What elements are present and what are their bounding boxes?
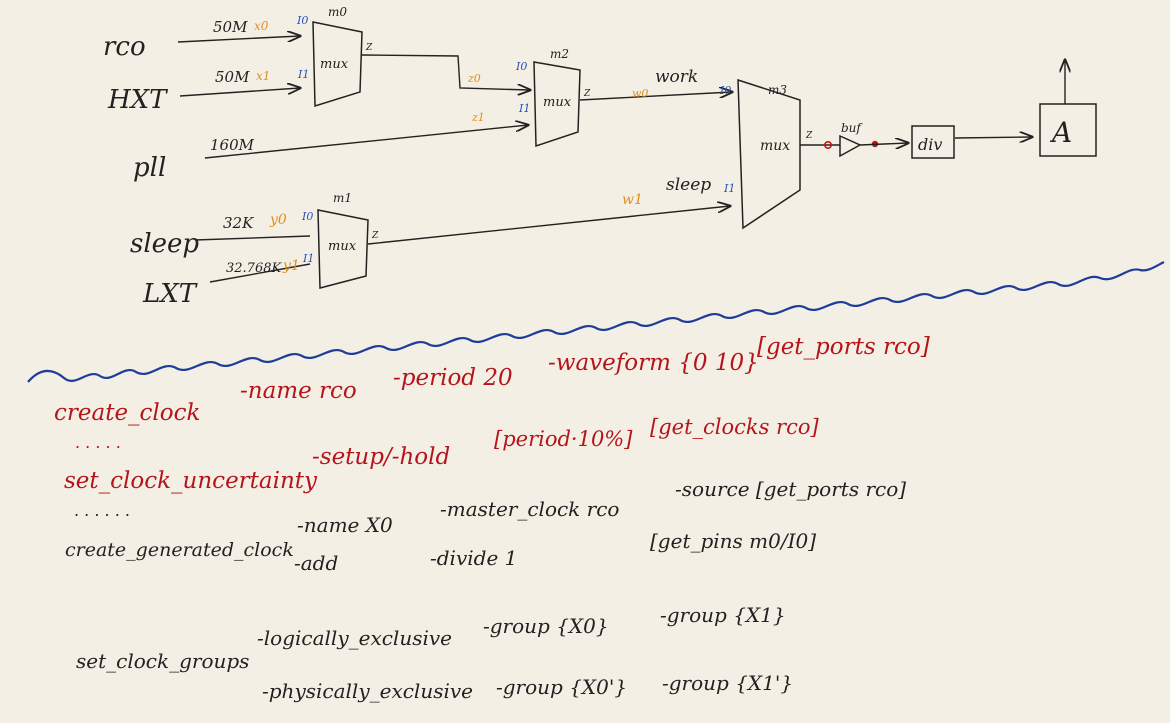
cmd-create-clock-period: -period 20 <box>393 365 513 391</box>
cmd-create-clock: create_clock <box>54 400 200 426</box>
pin-z0: z0 <box>467 72 481 85</box>
cmd-create-clock-waveform: -waveform {0 10} <box>548 350 759 376</box>
mux-m2-shape <box>533 61 581 148</box>
m1-pin-i1: I1 <box>302 252 314 265</box>
buf-shape <box>839 134 862 158</box>
cmd-gen-name: -name X0 <box>297 513 393 537</box>
wire-m1-out <box>367 206 730 245</box>
mux-m1-shape <box>317 209 369 289</box>
m0-pin-z: Z <box>365 43 373 53</box>
m3-pin-z: Z <box>805 131 813 141</box>
cmd-create-clock-ports: [get_ports rco] <box>757 334 930 360</box>
div-block <box>911 125 955 159</box>
freq-rco: 50M <box>213 18 248 36</box>
pin-w1: w1 <box>622 192 643 208</box>
pin-x0: x0 <box>254 19 269 33</box>
source-hxt: HXT <box>107 85 168 115</box>
mux-m3-shape <box>737 78 801 230</box>
wire-pll <box>204 125 528 159</box>
freq-pll: 160M <box>210 136 255 154</box>
source-sleep: sleep <box>130 229 199 259</box>
cmd-group-x1: -group {X1} <box>660 603 786 627</box>
freq-sleep: 32K <box>223 214 254 232</box>
wire-buf-out <box>859 143 908 145</box>
mux-m0-label: mux <box>320 57 349 72</box>
wire-m2-out <box>579 92 732 101</box>
source-lxt: LXT <box>142 279 198 309</box>
m3-pin-i1: I1 <box>723 182 735 195</box>
mux-m1-label: mux <box>328 239 357 254</box>
cmd-create-generated-clock: create_generated_clock <box>65 539 294 561</box>
cmd-gen-source: -source [get_ports rco] <box>675 477 906 501</box>
m0-pin-i0: I0 <box>296 14 308 27</box>
block-a <box>1039 103 1097 157</box>
cmd-gen-add: -add <box>294 551 338 575</box>
source-rco: rco <box>103 32 146 62</box>
mux-m2-name: m2 <box>550 47 569 61</box>
buf-label: buf <box>841 121 863 135</box>
div-label: div <box>918 135 942 154</box>
wire-rco <box>177 36 300 43</box>
wire-sleep <box>194 235 311 241</box>
mux-m3-label: mux <box>760 138 790 154</box>
cmd-set-clock-groups: set_clock_groups <box>76 649 249 673</box>
mux-m3-name: m3 <box>768 83 787 97</box>
cmd-group-x0-prime: -group {X0'} <box>496 675 627 699</box>
m2-pin-z: Z <box>583 89 591 99</box>
red-dot-1 <box>823 141 832 150</box>
wire-m0-out <box>361 54 530 90</box>
wavy-divider <box>27 261 1165 383</box>
freq-lxt: 32.768K <box>226 261 282 276</box>
pin-y1: y1 <box>282 258 300 274</box>
cmd-physically-exclusive: -physically_exclusive <box>262 679 473 703</box>
cmd-create-clock-name: -name rco <box>240 378 357 404</box>
mux-m0-name: m0 <box>328 5 347 19</box>
m0-pin-i1: I1 <box>297 68 309 81</box>
cmd-gen-divide: -divide 1 <box>430 546 517 570</box>
mux-m0-shape <box>312 21 363 108</box>
pin-w0: w0 <box>632 87 648 100</box>
pin-y0: y0 <box>269 212 287 228</box>
cmd-setup-hold: -setup/-hold <box>312 444 450 470</box>
wire-hxt <box>179 88 300 97</box>
m1-pin-z: Z <box>371 231 379 241</box>
cmd-gen-pins: [get_pins m0/I0] <box>650 529 816 553</box>
freq-hxt: 50M <box>215 68 250 86</box>
m2-pin-i0: I0 <box>515 60 527 73</box>
cmd-set-clock-uncertainty: set_clock_uncertainty <box>64 468 318 494</box>
m2-pin-i1: I1 <box>518 102 530 115</box>
cmd-group-x0: -group {X0} <box>483 614 609 638</box>
cmd-get-clocks: [get_clocks rco] <box>650 415 820 439</box>
wire-div-out <box>954 137 1032 138</box>
cmd-logically-exclusive: -logically_exclusive <box>257 626 452 650</box>
pin-x1: x1 <box>256 69 270 83</box>
cmd-period-10: [period·10%] <box>494 427 633 451</box>
wire-label-work: work <box>655 67 698 87</box>
m1-pin-i0: I0 <box>301 210 313 223</box>
dots-2: . . . . . . <box>74 501 130 520</box>
source-pll: pll <box>133 153 166 183</box>
m3-pin-i0: I0 <box>719 84 731 97</box>
mux-m1-name: m1 <box>333 191 352 205</box>
wire-label-sleep: sleep <box>666 175 711 195</box>
dots-1: . . . . . <box>75 433 121 452</box>
wire-lxt <box>209 263 311 283</box>
cmd-gen-master: -master_clock rco <box>440 497 619 521</box>
block-a-label: A <box>1049 116 1072 149</box>
mux-m2-label: mux <box>543 95 572 110</box>
cmd-group-x1-prime: -group {X1'} <box>662 671 793 695</box>
pin-z1: z1 <box>471 111 485 124</box>
